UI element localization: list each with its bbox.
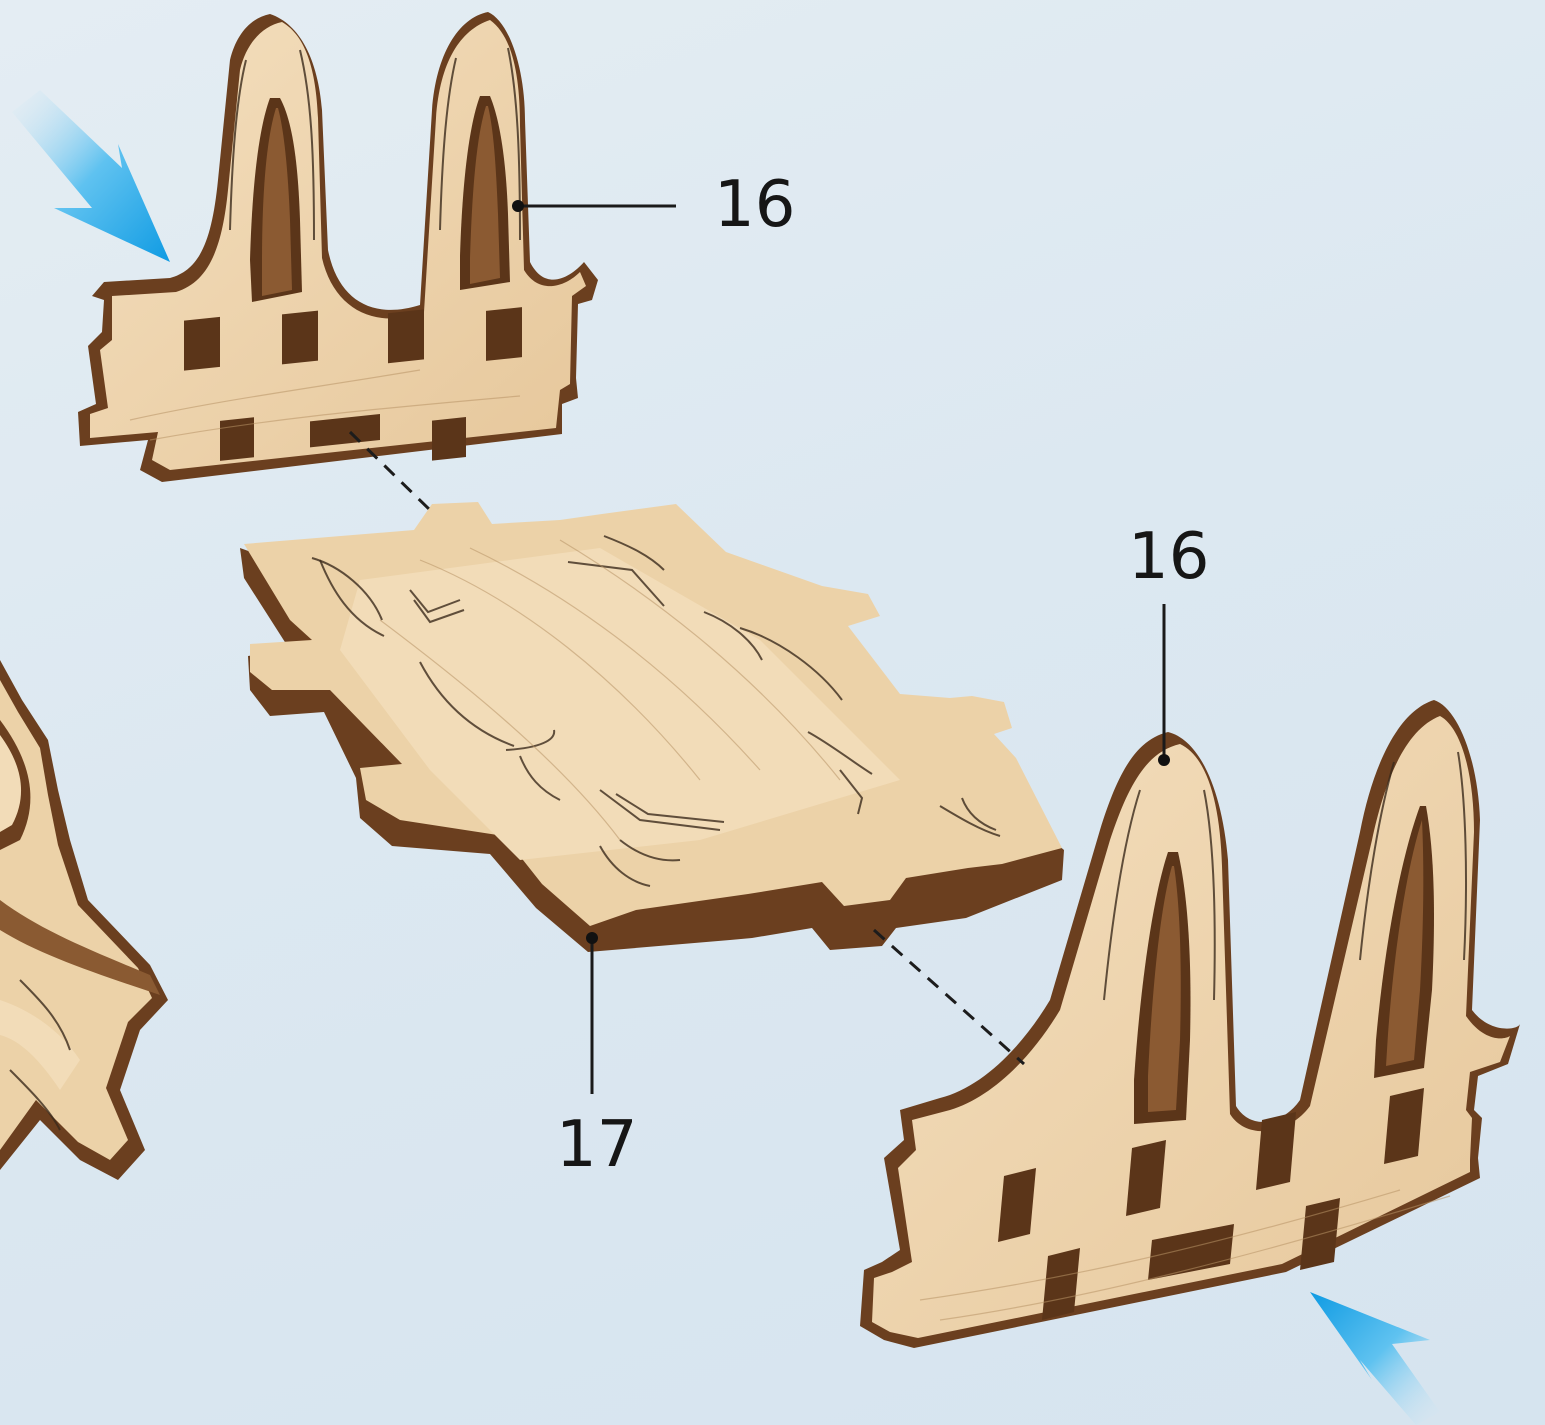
callout-label-17: 17 <box>556 1108 637 1182</box>
base-plate-part <box>240 502 1064 952</box>
partial-assembled-model <box>0 660 168 1180</box>
callout-label-16-top: 16 <box>714 168 795 242</box>
insert-direction-arrow-icon <box>12 90 170 262</box>
callout-right-fence: 16 <box>1128 520 1209 766</box>
callout-label-16-right: 16 <box>1128 520 1209 594</box>
insert-direction-arrow-icon <box>1310 1292 1440 1425</box>
callout-top-fence: 16 <box>512 168 795 242</box>
bottom-assembly-dashed-line <box>874 930 1024 1064</box>
callout-base-plate: 17 <box>556 932 637 1182</box>
